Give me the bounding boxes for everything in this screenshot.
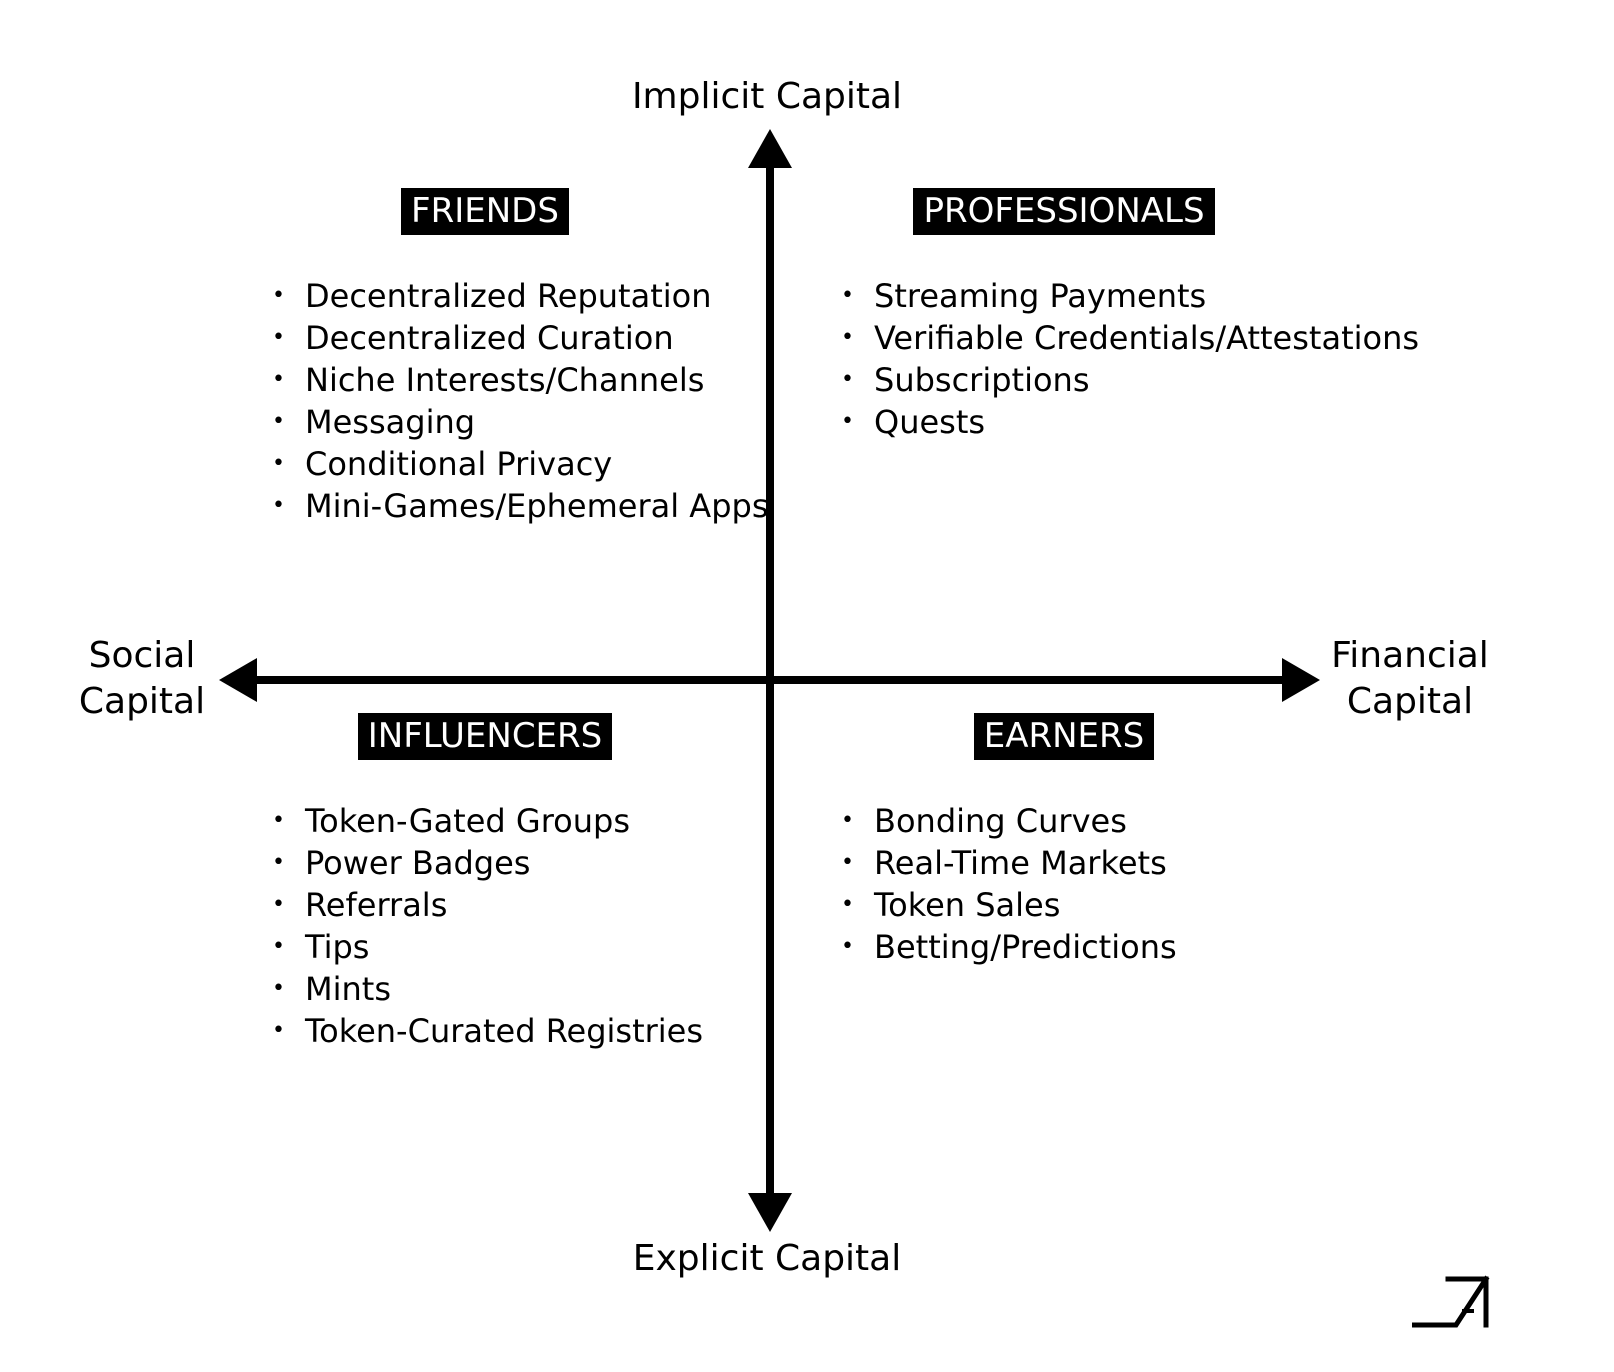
list-item: Token-Curated Registries (272, 1010, 703, 1052)
list-item: Subscriptions (841, 359, 1419, 401)
list-item: Real-Time Markets (841, 842, 1177, 884)
list-item: Niche Interests/Channels (272, 359, 768, 401)
axis-label-right-line-1: Financial (1331, 635, 1489, 676)
list-item: Messaging (272, 401, 768, 443)
list-item: Quests (841, 401, 1419, 443)
quadrant-list: Decentralized Reputation Decentralized C… (272, 275, 768, 527)
quadrant-title: PROFESSIONALS (913, 188, 1215, 235)
axis-label-right-line-2: Capital (1346, 681, 1474, 722)
arrow-right-icon (1282, 658, 1320, 702)
list-item: Decentralized Curation (272, 317, 768, 359)
axis-label-right: Financial Capital (1310, 633, 1510, 725)
list-item: Power Badges (272, 842, 703, 884)
list-item: Mini-Games/Ephemeral Apps (272, 485, 768, 527)
list-item: Token Sales (841, 884, 1177, 926)
axis-label-left-line-2: Capital (78, 681, 206, 722)
list-item: Tips (272, 926, 703, 968)
quadrant-title: FRIENDS (401, 188, 569, 235)
list-item: Streaming Payments (841, 275, 1419, 317)
axis-label-left-line-1: Social (88, 635, 196, 676)
list-item: Bonding Curves (841, 800, 1177, 842)
list-item: Referrals (272, 884, 703, 926)
arrow-up-icon (748, 129, 792, 168)
quadrant-title: INFLUENCERS (357, 713, 613, 760)
quadrant-list: Bonding Curves Real-Time Markets Token S… (841, 800, 1177, 968)
quadrant-list: Token-Gated Groups Power Badges Referral… (272, 800, 703, 1052)
list-item: Conditional Privacy (272, 443, 768, 485)
list-item: Decentralized Reputation (272, 275, 768, 317)
list-item: Betting/Predictions (841, 926, 1177, 968)
list-item: Mints (272, 968, 703, 1010)
list-item: Token-Gated Groups (272, 800, 703, 842)
quadrant-list: Streaming Payments Verifiable Credential… (841, 275, 1419, 443)
arrow-logo-icon (1412, 1275, 1490, 1328)
axis-label-top: Implicit Capital (631, 76, 903, 117)
axis-label-left: Social Capital (52, 633, 232, 725)
arrow-down-icon (748, 1193, 792, 1232)
list-item: Verifiable Credentials/Attestations (841, 317, 1419, 359)
quadrant-title: EARNERS (973, 713, 1155, 760)
axis-label-bottom: Explicit Capital (632, 1238, 902, 1279)
arrow-left-icon (219, 658, 257, 702)
